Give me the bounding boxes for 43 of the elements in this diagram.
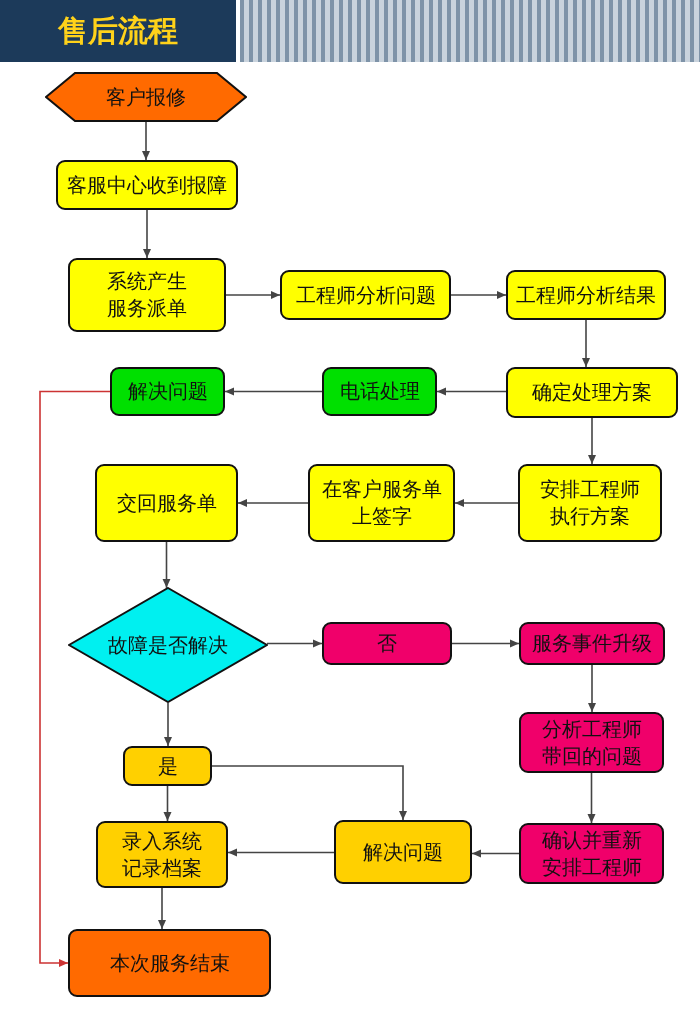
process-box: 工程师分析问题 <box>280 270 451 320</box>
arrow <box>450 291 507 299</box>
arrow <box>224 387 323 396</box>
process-box: 客服中心收到报障 <box>56 160 238 210</box>
process-box: 安排工程师执行方案 <box>518 464 662 542</box>
arrow <box>237 499 309 507</box>
process-box: 系统产生服务派单 <box>68 258 226 332</box>
start-hexagon: 客户报修 <box>45 72 247 122</box>
arrow <box>436 387 507 396</box>
arrow <box>227 848 335 857</box>
arrow <box>588 664 596 713</box>
arrow <box>582 319 590 368</box>
arrow <box>454 499 519 507</box>
process-box: 解决问题 <box>334 820 472 884</box>
arrow <box>266 639 323 648</box>
arrow <box>225 291 281 299</box>
arrow <box>163 785 172 822</box>
arrow <box>164 702 172 747</box>
arrow <box>471 849 520 858</box>
process-box: 确认并重新安排工程师 <box>519 823 664 884</box>
end-box: 本次服务结束 <box>68 929 271 997</box>
arrow <box>162 541 171 589</box>
process-box: 交回服务单 <box>95 464 238 542</box>
arrow <box>588 417 596 465</box>
decision-diamond: 故障是否解决 <box>68 587 268 703</box>
process-box: 电话处理 <box>322 367 437 416</box>
process-box: 分析工程师带回的问题 <box>519 712 664 773</box>
arrow <box>39 390 111 967</box>
process-box: 在客户服务单上签字 <box>308 464 455 542</box>
process-box: 服务事件升级 <box>519 622 665 665</box>
process-box: 工程师分析结果 <box>506 270 666 320</box>
arrow <box>451 639 520 648</box>
title-banner: 售后流程 <box>0 0 236 62</box>
process-box: 是 <box>123 746 212 786</box>
process-box: 录入系统记录档案 <box>96 821 228 888</box>
arrow <box>142 121 150 161</box>
process-box: 解决问题 <box>110 367 225 416</box>
arrow <box>211 765 407 821</box>
process-box: 否 <box>322 622 452 665</box>
process-box: 确定处理方案 <box>506 367 678 418</box>
arrow <box>158 887 166 930</box>
arrow <box>143 209 151 259</box>
arrow <box>587 772 596 824</box>
